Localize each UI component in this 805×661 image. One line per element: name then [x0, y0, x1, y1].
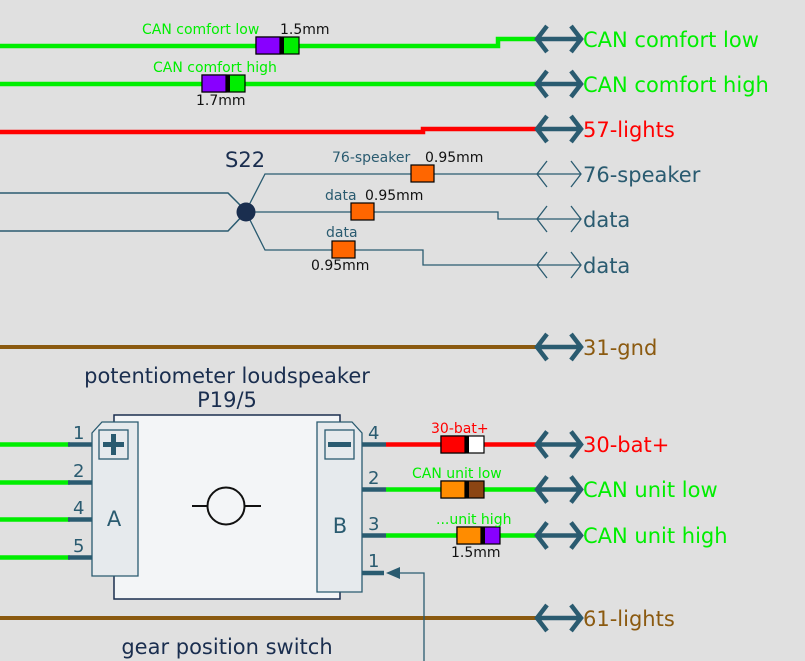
- connector-arrow-icon[interactable]: [537, 71, 581, 97]
- pin-a-1[interactable]: 1: [0, 423, 92, 447]
- connector-arrow-icon[interactable]: [537, 116, 581, 142]
- wire-size: 1.5mm: [451, 545, 501, 561]
- wire-label: CAN unit low: [412, 466, 502, 482]
- svg-text:3: 3: [368, 514, 379, 535]
- svg-text:1: 1: [73, 423, 84, 444]
- pin-b-1[interactable]: 1: [362, 551, 425, 661]
- connector-arrow-icon[interactable]: [537, 432, 581, 458]
- wire-size: 1.5mm: [280, 22, 330, 38]
- connector-arrow-icon[interactable]: [536, 160, 582, 188]
- connector-arrow-icon[interactable]: [536, 205, 582, 233]
- wire-can-unit-low[interactable]: CAN unit low: [386, 466, 540, 499]
- connector-arrow-icon[interactable]: [537, 477, 581, 503]
- pin-a-2[interactable]: 2: [0, 461, 92, 485]
- signal-can-unit-low[interactable]: CAN unit low: [583, 478, 718, 502]
- potentiometer-symbol-icon: [206, 486, 246, 526]
- connector-arrow-icon[interactable]: [536, 251, 582, 279]
- pin-b-3[interactable]: 3: [362, 514, 386, 538]
- wire-label: CAN comfort high: [153, 60, 277, 76]
- connector-b[interactable]: B: [316, 421, 363, 593]
- signal-can-comfort-low[interactable]: CAN comfort low: [583, 28, 759, 52]
- signal-76-speaker[interactable]: 76-speaker: [583, 163, 701, 187]
- wire-color-marker: [331, 240, 356, 259]
- wire-size: 0.95mm: [425, 150, 483, 166]
- connector-label: B: [333, 514, 347, 538]
- svg-text:2: 2: [73, 461, 84, 482]
- next-component-name: gear position switch: [121, 635, 332, 659]
- signal-57-lights[interactable]: 57-lights: [583, 118, 675, 142]
- signal-can-unit-high[interactable]: CAN unit high: [583, 524, 728, 548]
- splice-s22[interactable]: [0, 173, 540, 266]
- wire-label: 30-bat+: [431, 421, 489, 437]
- wire-color-marker: [410, 164, 435, 183]
- svg-text:1: 1: [368, 551, 379, 572]
- svg-text:4: 4: [368, 423, 379, 444]
- wire-color-marker: [350, 202, 375, 221]
- connector-arrow-icon[interactable]: [537, 334, 581, 360]
- component-p19-5[interactable]: [113, 414, 341, 600]
- signal-data-2[interactable]: data: [583, 254, 630, 278]
- splice-label: S22: [225, 148, 265, 172]
- wire-can-comfort-low[interactable]: CAN comfort low 1.5mm: [0, 22, 540, 55]
- signal-30-bat[interactable]: 30-bat+: [583, 433, 669, 457]
- connector-arrow-icon[interactable]: [537, 605, 581, 631]
- pin-b-4[interactable]: 4: [362, 423, 386, 447]
- plus-icon: [103, 434, 124, 455]
- wire-label: data: [325, 188, 357, 204]
- connector-label: A: [107, 507, 122, 531]
- minus-icon: [328, 442, 351, 447]
- wire-57-lights[interactable]: [0, 126, 540, 135]
- wire-size: 1.7mm: [196, 93, 246, 109]
- pin-a-5[interactable]: 5: [0, 536, 92, 560]
- signal-data-1[interactable]: data: [583, 208, 630, 232]
- wire-can-comfort-high[interactable]: CAN comfort high 1.7mm: [0, 60, 540, 109]
- svg-text:2: 2: [368, 468, 379, 489]
- connector-a[interactable]: A: [91, 421, 139, 577]
- svg-text:4: 4: [73, 498, 84, 519]
- wire-label: 76-speaker: [332, 150, 410, 166]
- signal-can-comfort-high[interactable]: CAN comfort high: [583, 73, 769, 97]
- signal-31-gnd[interactable]: 31-gnd: [583, 336, 657, 360]
- wire-size: 0.95mm: [311, 258, 369, 274]
- component-code: P19/5: [197, 388, 257, 412]
- pin-a-4[interactable]: 4: [0, 498, 92, 522]
- wire-label: ...unit high: [436, 512, 511, 528]
- component-name: potentiometer loudspeaker: [84, 364, 370, 388]
- wire-can-unit-high[interactable]: ...unit high 1.5mm: [386, 512, 540, 561]
- wire-30-bat[interactable]: 30-bat+: [386, 421, 540, 454]
- svg-text:5: 5: [73, 536, 84, 557]
- connector-arrow-icon[interactable]: [537, 26, 581, 52]
- wire-size: 0.95mm: [365, 188, 423, 204]
- splice-node-icon: [236, 202, 256, 222]
- pin-b-2[interactable]: 2: [362, 468, 386, 492]
- connector-arrow-icon[interactable]: [537, 523, 581, 549]
- wire-label: CAN comfort low: [142, 22, 259, 38]
- wire-label: data: [326, 225, 358, 241]
- arrow-left-icon: [386, 567, 400, 579]
- signal-61-lights[interactable]: 61-lights: [583, 607, 675, 631]
